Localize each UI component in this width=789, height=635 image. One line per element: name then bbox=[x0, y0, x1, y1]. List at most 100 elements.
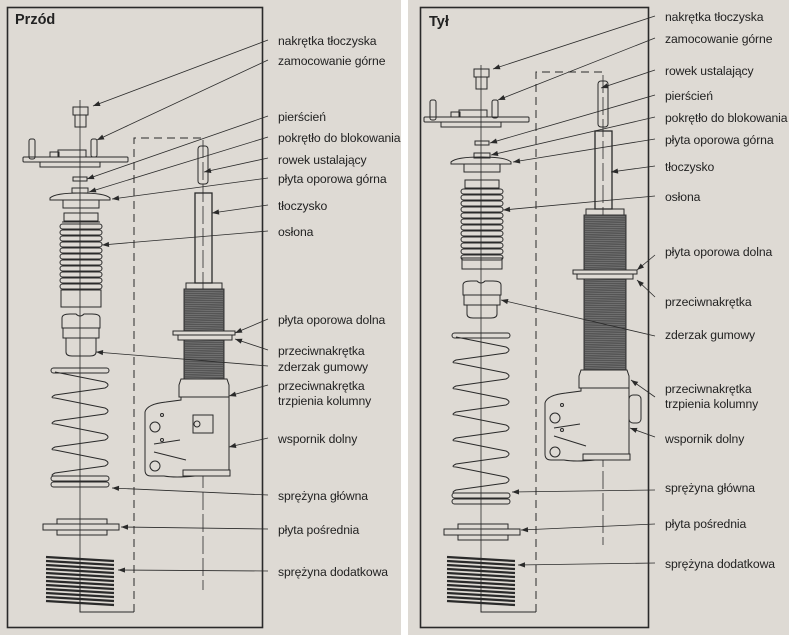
boot-rib bbox=[460, 194, 504, 201]
thread-line bbox=[184, 294, 224, 296]
arrowhead bbox=[229, 442, 237, 448]
rear-dust-boot bbox=[460, 179, 504, 270]
front-label-main-spring: sprężyna główna bbox=[278, 489, 368, 503]
rear-panel-title: Tył bbox=[429, 14, 449, 30]
boot-rib bbox=[460, 212, 504, 219]
arrowhead bbox=[112, 485, 120, 491]
thread-line bbox=[584, 228, 626, 231]
leader-line bbox=[517, 562, 656, 566]
thread-line bbox=[184, 362, 224, 364]
thread-line bbox=[584, 365, 626, 367]
aux-spring-coil bbox=[446, 555, 516, 567]
front-label-intermediate-plate: płyta pośrednia bbox=[278, 523, 360, 537]
thread-line bbox=[184, 373, 224, 375]
leader-line bbox=[101, 230, 269, 246]
thread-line bbox=[184, 355, 224, 358]
leader-line bbox=[120, 526, 269, 530]
rear-suspension-panel: Tył nakrętka tłoczyska zamocowanie górne… bbox=[408, 0, 789, 635]
boot-rib bbox=[59, 229, 103, 236]
thread-line bbox=[584, 347, 626, 350]
arrowhead bbox=[498, 95, 506, 100]
thread-line bbox=[184, 364, 224, 366]
thread-line bbox=[184, 342, 224, 344]
leader-line bbox=[95, 351, 269, 367]
boot-rib bbox=[460, 236, 504, 243]
thread-line bbox=[184, 307, 224, 309]
front-label-locating-groove: rowek ustalający bbox=[278, 153, 367, 167]
thread-line bbox=[184, 318, 224, 320]
rear-dashed-guide bbox=[535, 71, 603, 612]
rear-upper-mount bbox=[423, 99, 530, 128]
thread-line bbox=[184, 298, 224, 300]
thread-line bbox=[184, 300, 224, 303]
arrowhead bbox=[611, 168, 619, 174]
thread-line bbox=[184, 368, 224, 371]
thread-line bbox=[584, 367, 626, 369]
thread-line bbox=[584, 220, 626, 222]
front-label-bump-stop: zderzak gumowy bbox=[278, 360, 369, 374]
arrowhead bbox=[501, 299, 509, 305]
rear-label-intermediate-plate: płyta pośrednia bbox=[665, 517, 747, 531]
thread-line bbox=[584, 217, 626, 220]
rear-intermediate-plate bbox=[443, 523, 521, 541]
thread-line bbox=[584, 250, 626, 253]
front-exploded-drawing bbox=[6, 6, 269, 629]
thread-line bbox=[584, 246, 626, 248]
spring-end-bottom bbox=[451, 492, 511, 499]
rear-strut-rod bbox=[594, 80, 613, 210]
aux-spring-coil bbox=[45, 555, 115, 567]
thread-line bbox=[584, 292, 626, 295]
front-frame bbox=[6, 6, 264, 629]
rear-label-bump-stop: zderzak gumowy bbox=[665, 328, 756, 342]
thread-line bbox=[584, 327, 626, 330]
rear-label-locating-groove: rowek ustalający bbox=[665, 64, 754, 78]
arrowhead bbox=[102, 241, 110, 248]
rear-lower-bracket bbox=[544, 387, 642, 462]
boot-rib bbox=[460, 224, 504, 231]
thread-line bbox=[184, 309, 224, 311]
thread-line bbox=[584, 336, 626, 339]
leader-line bbox=[111, 487, 269, 496]
panel-separator bbox=[401, 0, 408, 635]
thread-line bbox=[584, 257, 626, 259]
thread-line bbox=[584, 358, 626, 361]
front-strut-body bbox=[172, 282, 236, 398]
leader-line bbox=[96, 59, 269, 141]
rear-label-upper-mount: zamocowanie górne bbox=[665, 32, 773, 46]
thread-line bbox=[184, 291, 224, 294]
thread-line bbox=[584, 325, 626, 328]
thread-line bbox=[184, 311, 224, 314]
spring-end-bottom bbox=[451, 498, 511, 505]
thread-line bbox=[584, 360, 626, 363]
thread-line bbox=[584, 330, 626, 332]
arrowhead bbox=[87, 174, 95, 180]
thread-line bbox=[584, 312, 626, 314]
rear-strut-body bbox=[572, 208, 638, 389]
thread-line bbox=[584, 268, 626, 270]
thread-line bbox=[184, 329, 224, 331]
thread-line bbox=[584, 244, 626, 246]
thread-line bbox=[184, 320, 224, 322]
thread-line bbox=[184, 313, 224, 316]
boot-rib bbox=[59, 223, 103, 230]
front-label-upper-mount: zamocowanie górne bbox=[278, 54, 386, 68]
front-label-ring: pierścień bbox=[278, 110, 326, 124]
thread-line bbox=[584, 349, 626, 352]
thread-line bbox=[584, 286, 626, 288]
thread-line bbox=[584, 316, 626, 319]
rear-bump-stop bbox=[462, 280, 502, 319]
aux-spring-coil bbox=[446, 595, 516, 607]
spring-end-top bbox=[451, 332, 511, 339]
rear-label-upper-seat: płyta oporowa górna bbox=[665, 133, 774, 147]
thread-line bbox=[584, 338, 626, 341]
boot-rib bbox=[59, 253, 103, 260]
thread-line bbox=[184, 366, 224, 369]
front-label-dust-boot: osłona bbox=[278, 225, 314, 239]
thread-line bbox=[184, 302, 224, 305]
leader-line bbox=[489, 94, 656, 144]
thread-line bbox=[584, 334, 626, 336]
arrowhead bbox=[235, 338, 243, 344]
arrowhead bbox=[118, 567, 126, 573]
thread-line bbox=[184, 351, 224, 353]
thread-line bbox=[584, 305, 626, 308]
